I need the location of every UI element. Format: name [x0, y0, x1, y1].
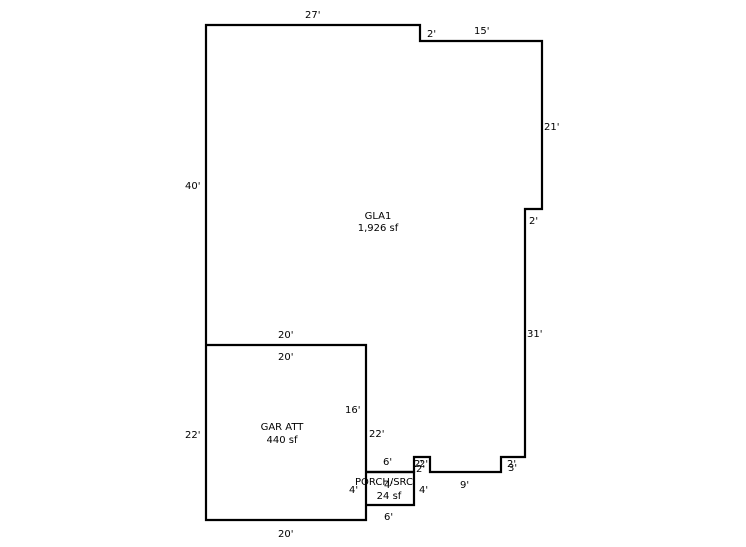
dim-gla-top: 27' [305, 10, 320, 21]
gla-outline [204, 23, 544, 474]
dim-porch-inner: 4' [384, 480, 393, 491]
dim-gla-bottom-right-small: 3' [508, 463, 517, 474]
dim-gla-right-step: 2' [529, 216, 538, 227]
garage-outline [204, 343, 368, 522]
dim-gla-notch-2b: 2' [419, 459, 428, 470]
dim-gla-right-upper: 21' [544, 122, 559, 133]
dim-porch-left: 4' [349, 485, 358, 496]
dim-gla-notch-2a: 2' [414, 459, 423, 470]
dim-gla-notch-4: 4' [419, 485, 428, 496]
dim-garage-top-inner: 20' [278, 352, 293, 363]
dim-gla-notch-2c: 2' [416, 464, 425, 475]
dim-porch-top: 6' [383, 457, 392, 468]
dim-porch-bottom: 6' [384, 512, 393, 523]
dim-gla-top-right: 15' [474, 26, 489, 37]
porch-outline [366, 470, 416, 507]
gla-room-label: GLA1 [365, 211, 392, 222]
dim-gla-step-top: 2' [427, 29, 436, 40]
dim-garage-right-inner: 16' [345, 405, 360, 416]
dim-gla-bottom-9: 9' [460, 480, 469, 491]
garage-room-area: 440 sf [267, 435, 298, 446]
dim-garage-left: 22' [185, 430, 200, 441]
porch-room-label: PORCH/SRC [355, 477, 413, 488]
garage-room-label: GAR ATT [261, 422, 305, 433]
dim-gla-bottom-right-step: 2' [507, 459, 516, 470]
gla-room-area: 1,926 sf [358, 223, 399, 234]
dim-gla-right-lower: 31' [527, 329, 542, 340]
porch-room-area: 24 sf [377, 491, 402, 502]
dim-garage-right-outer: 22' [369, 429, 384, 440]
dim-gla-left: 40' [185, 181, 200, 192]
dim-garage-top-outer: 20' [278, 330, 293, 341]
dim-garage-bottom: 20' [278, 529, 293, 540]
